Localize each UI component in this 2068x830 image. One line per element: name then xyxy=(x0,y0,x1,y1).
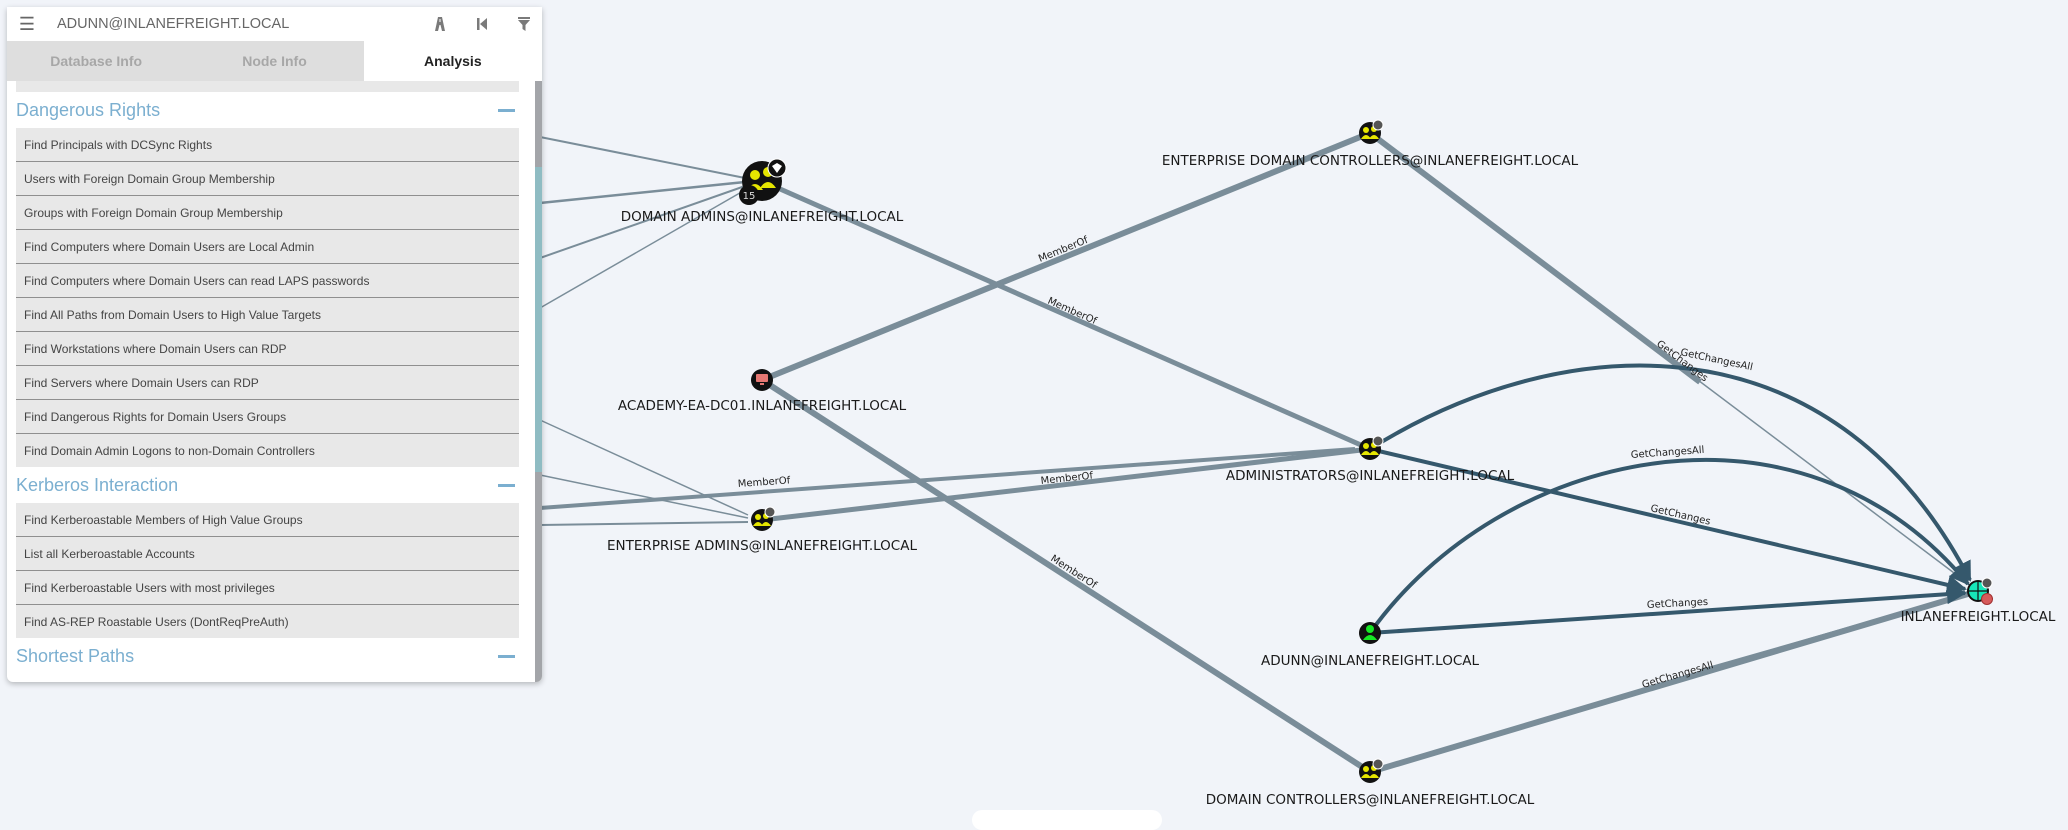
edge-edc-dom[interactable] xyxy=(1368,130,1702,385)
menu-icon[interactable]: ☰ xyxy=(18,13,36,34)
tab-node-info[interactable]: Node Info xyxy=(185,41,364,81)
section-title: Kerberos Interaction xyxy=(16,474,179,495)
back-icon[interactable] xyxy=(470,13,494,35)
search-input[interactable] xyxy=(55,15,419,33)
query-item[interactable]: Find AS-REP Roastable Users (DontReqPreA… xyxy=(16,605,519,638)
node-academy-ea-dc01[interactable]: ACADEMY-EA-DC01.INLANEFREIGHT.LOCAL xyxy=(618,369,907,414)
group-icon xyxy=(1361,442,1379,455)
high-value-icon xyxy=(1372,119,1384,131)
section-shortest-paths[interactable]: Shortest Paths xyxy=(7,638,528,674)
tab-analysis[interactable]: Analysis xyxy=(363,41,542,81)
section-kerberos-interaction[interactable]: Kerberos Interaction xyxy=(7,467,528,503)
edge xyxy=(539,419,749,516)
tab-bar: Database Info Node Info Analysis xyxy=(7,41,542,81)
count-badge xyxy=(739,185,759,205)
collapse-icon[interactable] xyxy=(498,483,515,487)
query-item[interactable]: Groups with Foreign Domain Group Members… xyxy=(16,196,519,230)
query-item[interactable]: Users with Foreign Domain Group Membersh… xyxy=(16,162,519,196)
section-dangerous-rights[interactable]: Dangerous Rights xyxy=(7,92,528,128)
edge-dcs-dom[interactable] xyxy=(1369,588,1979,775)
pathfinding-icon[interactable] xyxy=(428,13,452,35)
node-enterprise-domain-controllers[interactable]: ENTERPRISE DOMAIN CONTROLLERS@INLANEFREI… xyxy=(1162,119,1579,169)
node-label: ENTERPRISE ADMINS@INLANEFREIGHT.LOCAL xyxy=(607,538,917,554)
memberof-edges xyxy=(760,130,1979,775)
search-bar: ☰ xyxy=(7,7,542,41)
scrollbar-thumb[interactable] xyxy=(535,167,542,472)
edge xyxy=(539,136,746,179)
query-item[interactable]: Find Domain Admin Logons to non-Domain C… xyxy=(16,434,519,467)
high-value-icon xyxy=(1372,758,1384,770)
node-domain-admins[interactable]: 15 DOMAIN ADMINS@INLANEFREIGHT.LOCAL xyxy=(621,158,904,225)
node-domain-controllers[interactable]: DOMAIN CONTROLLERS@INLANEFREIGHT.LOCAL xyxy=(1206,758,1535,808)
node-label: DOMAIN CONTROLLERS@INLANEFREIGHT.LOCAL xyxy=(1206,792,1535,808)
count-badge-text: 15 xyxy=(743,191,756,202)
high-value-icon xyxy=(1981,577,1993,589)
target-icon xyxy=(1981,593,1993,605)
edge xyxy=(539,447,1356,510)
edge xyxy=(539,185,746,259)
collapse-icon[interactable] xyxy=(498,108,515,112)
edge-label: GetChangesAll xyxy=(1630,445,1704,461)
edge-label: GetChanges xyxy=(1647,597,1709,611)
high-value-icon xyxy=(1372,435,1384,447)
node-label: ADMINISTRATORS@INLANEFREIGHT.LOCAL xyxy=(1226,468,1515,484)
edge xyxy=(539,474,749,519)
query-item[interactable]: Find Computers where Domain Users can re… xyxy=(16,264,519,298)
getchanges-edges xyxy=(1368,363,1972,635)
edge xyxy=(539,189,746,309)
section-title: Shortest Paths xyxy=(16,645,135,666)
collapse-icon[interactable] xyxy=(498,654,515,658)
edge-adm-dom-getchangesall[interactable] xyxy=(1368,363,1972,582)
node-label: ACADEMY-EA-DC01.INLANEFREIGHT.LOCAL xyxy=(618,398,907,414)
query-item[interactable]: Find Kerberoastable Users with most priv… xyxy=(16,571,519,605)
sidebar-panel: ☰ Database Info Node Info Analysis Dange… xyxy=(7,7,542,682)
user-icon xyxy=(1363,625,1377,640)
analysis-content: Dangerous Rights Find Principals with DC… xyxy=(7,81,528,682)
node-label: ADUNN@INLANEFREIGHT.LOCAL xyxy=(1261,653,1480,669)
edge-da-adm-thin xyxy=(1099,329,1371,450)
node-adunn[interactable]: ADUNN@INLANEFREIGHT.LOCAL xyxy=(1261,622,1480,669)
node-label: DOMAIN ADMINS@INLANEFREIGHT.LOCAL xyxy=(621,209,904,225)
filter-icon[interactable] xyxy=(512,13,536,35)
edge-ea-adm[interactable] xyxy=(761,446,1371,523)
query-item[interactable]: Find Computers where Domain Users are Lo… xyxy=(16,230,519,264)
query-item[interactable]: Find Principals with DCSync Rights xyxy=(16,128,519,162)
query-item[interactable]: Find Workstations where Domain Users can… xyxy=(16,332,519,366)
edge xyxy=(539,180,746,205)
node-administrators[interactable]: ADMINISTRATORS@INLANEFREIGHT.LOCAL xyxy=(1226,435,1515,484)
query-item[interactable]: Find Dangerous Rights for Domain Users G… xyxy=(16,400,519,434)
edge-adm-dom-getchanges[interactable] xyxy=(1369,447,1967,595)
edge-dc01-dcs-thin xyxy=(1099,599,1371,773)
tab-database-info[interactable]: Database Info xyxy=(7,41,186,81)
node-enterprise-admins[interactable]: ENTERPRISE ADMINS@INLANEFREIGHT.LOCAL xyxy=(607,506,917,554)
query-item[interactable]: List all Kerberoastable Accounts xyxy=(16,537,519,571)
edge-label: MemberOf xyxy=(737,475,791,490)
node-label: INLANEFREIGHT.LOCAL xyxy=(1901,609,2056,625)
group-icon xyxy=(1361,765,1379,778)
offscreen-edges xyxy=(539,136,1356,526)
bottom-toolbar[interactable] xyxy=(972,810,1162,830)
high-value-icon xyxy=(764,506,776,518)
edge-dc01-edc-thin xyxy=(761,132,1371,381)
scrollbar[interactable] xyxy=(535,81,542,682)
query-item[interactable]: Find Servers where Domain Users can RDP xyxy=(16,366,519,400)
edge-adunn-dom-getchangesall[interactable] xyxy=(1368,458,1970,635)
node-inlanefreight-local[interactable]: INLANEFREIGHT.LOCAL xyxy=(1901,577,2056,625)
edge-adunn-dom-getchanges[interactable] xyxy=(1369,584,1967,635)
query-item[interactable]: Find Kerberoastable Members of High Valu… xyxy=(16,503,519,537)
computer-icon xyxy=(756,374,768,382)
node-label: ENTERPRISE DOMAIN CONTROLLERS@INLANEFREI… xyxy=(1162,153,1579,169)
list-item-partial[interactable] xyxy=(16,81,519,92)
query-item[interactable]: Find All Paths from Domain Users to High… xyxy=(16,298,519,332)
section-title: Dangerous Rights xyxy=(16,99,161,120)
group-icon xyxy=(1361,126,1379,139)
edge-dcs-dom-thin xyxy=(1699,593,1966,671)
edge xyxy=(539,521,749,526)
